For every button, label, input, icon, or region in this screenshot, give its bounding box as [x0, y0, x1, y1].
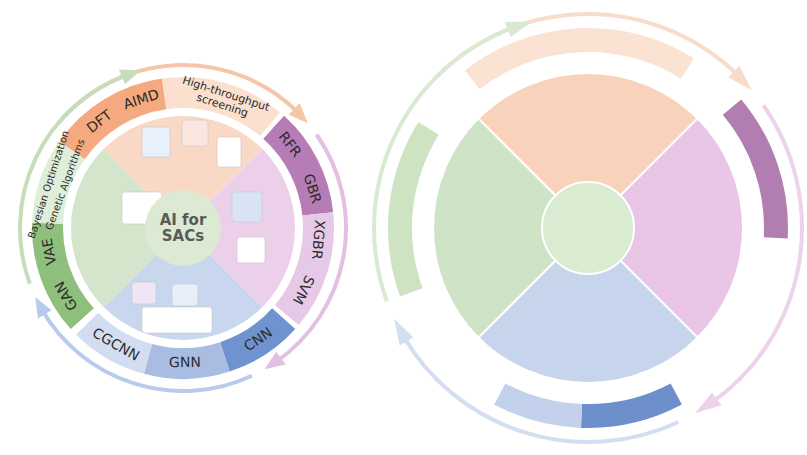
picture-tile: [142, 307, 212, 333]
arrow-head: [728, 66, 751, 91]
method-label: High-throughput screening: [177, 75, 272, 126]
arrow-head: [119, 69, 141, 84]
arrow-head: [289, 103, 308, 123]
arrow-head: [394, 318, 413, 345]
band: [723, 99, 788, 238]
band: [388, 122, 439, 296]
band: [581, 383, 682, 428]
arrow-head: [35, 297, 51, 319]
band: [494, 383, 582, 427]
band: [465, 28, 694, 89]
arrow-head: [265, 352, 286, 369]
center-circle: [542, 182, 634, 274]
picture-tile: [237, 237, 265, 263]
picture-tile: [172, 284, 198, 306]
center-circle: AI for SACs: [145, 190, 221, 266]
method-label: XGBR: [308, 219, 327, 260]
picture-tile: [132, 282, 156, 304]
band-segment: [220, 308, 295, 371]
band-segment: [263, 116, 333, 216]
band-segment: [32, 223, 94, 329]
cycle-arrow: [403, 335, 679, 442]
cycle-arrow: [374, 27, 515, 301]
cycle-arrow: [711, 105, 802, 403]
arrow-head: [505, 21, 533, 37]
picture-tile: [217, 137, 241, 167]
picture-tile: [142, 127, 170, 157]
method-label: GNN: [169, 355, 201, 371]
cycle-arrow: [437, 14, 740, 77]
picture-tile: [232, 192, 262, 222]
band-segment: [76, 313, 152, 374]
center-label: AI for SACs: [155, 212, 211, 245]
band-segment: [144, 342, 230, 379]
picture-tile: [182, 120, 208, 146]
band-segment: [275, 212, 334, 325]
arrow-head: [695, 393, 722, 414]
